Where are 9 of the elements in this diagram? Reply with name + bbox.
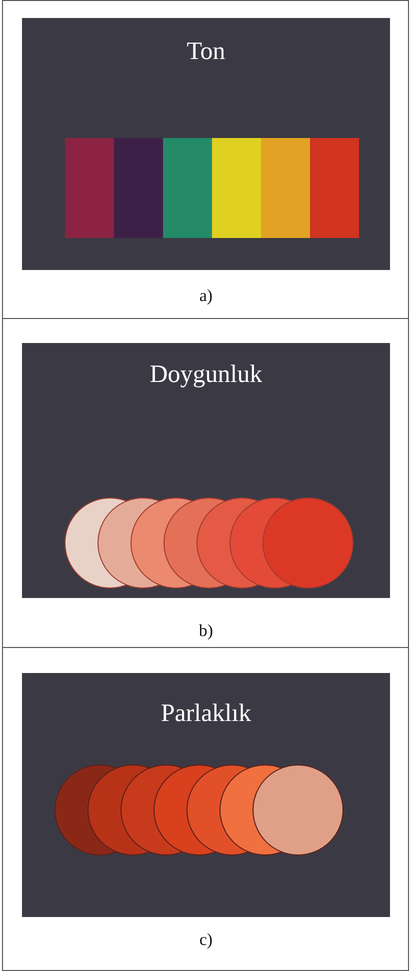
subfigure-label: a)	[199, 286, 213, 306]
subfigure-label: c)	[199, 930, 213, 950]
dark-panel	[22, 673, 390, 917]
subfigure-label: b)	[198, 621, 214, 641]
panel-title: Ton	[186, 38, 226, 66]
panel-title: Parlaklık	[160, 700, 252, 728]
dark-panel	[22, 18, 390, 270]
dark-panel	[22, 343, 390, 598]
panel-title: Doygunluk	[148, 361, 264, 389]
